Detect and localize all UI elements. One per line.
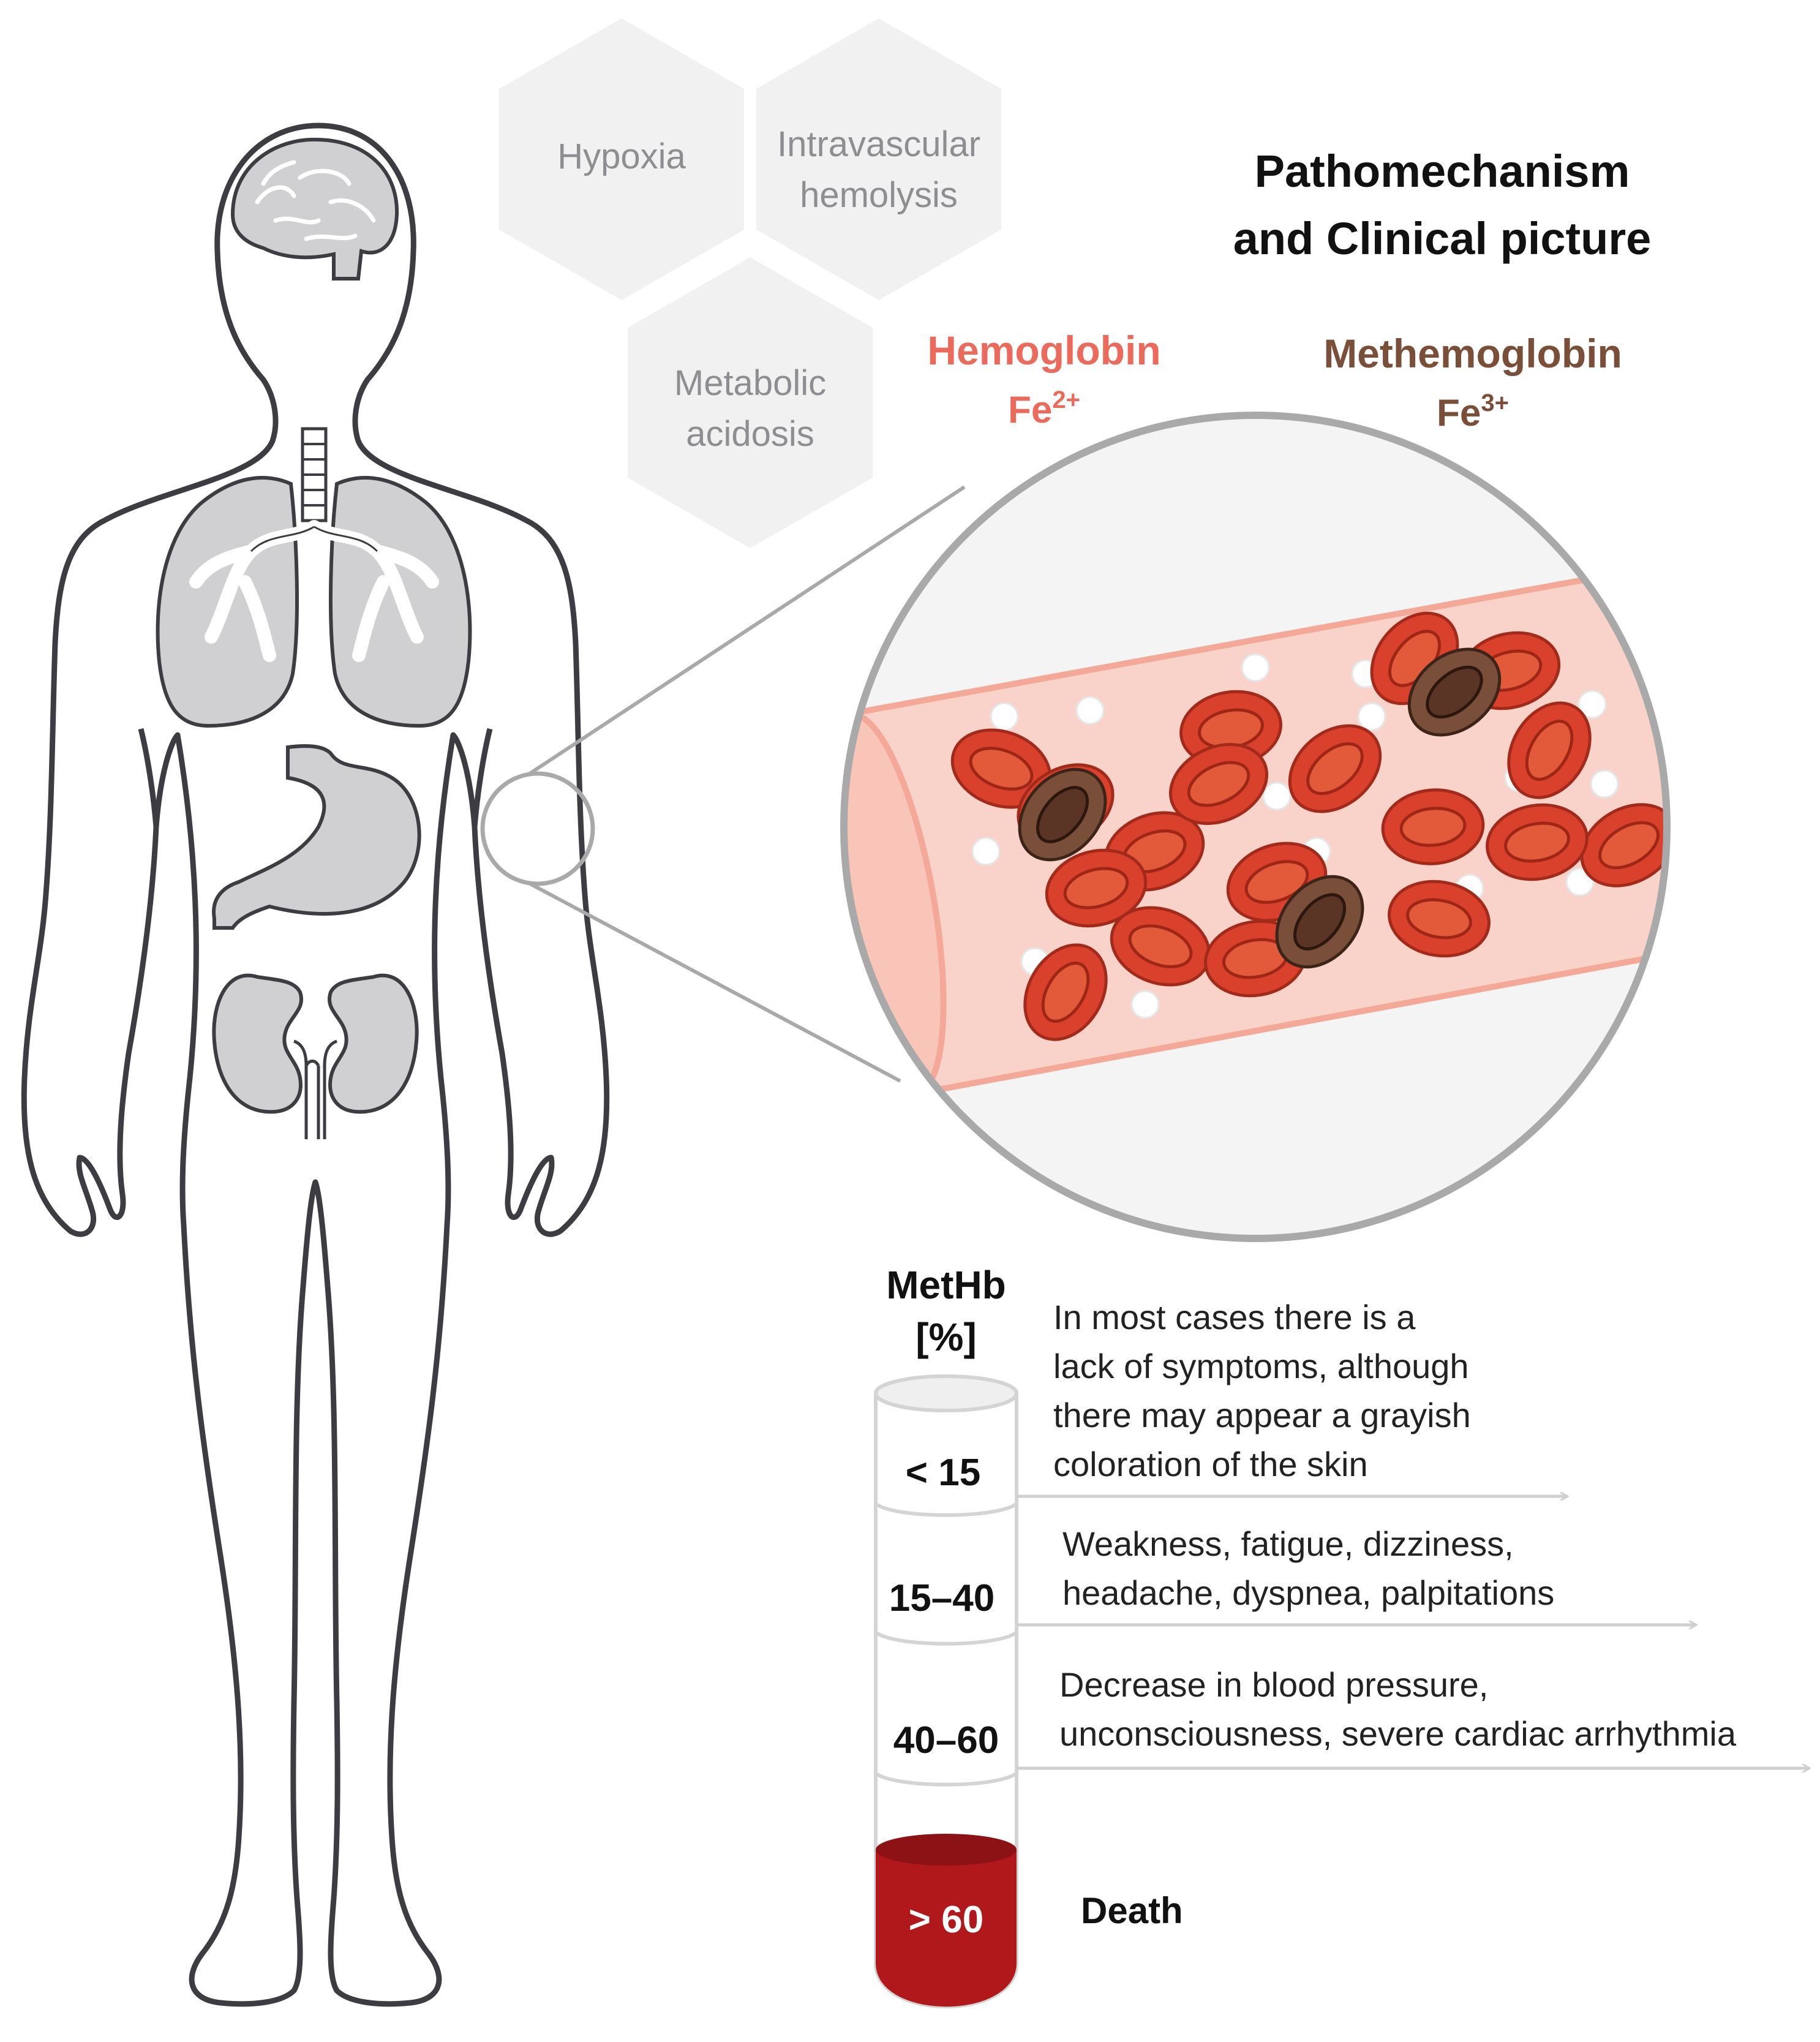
- platelet-dot: [1565, 867, 1595, 897]
- platelet-dot: [971, 837, 1001, 866]
- hemoglobin-cell: [1381, 788, 1485, 865]
- hemoglobin-charge: 2+: [1052, 386, 1080, 413]
- level-1-line-3: there may appear a grayish: [1053, 1396, 1471, 1434]
- scale-header-unit: [%]: [916, 1315, 977, 1359]
- hexagon-label-hemolysis: hemolysis: [800, 175, 958, 215]
- right-arm-line: [472, 728, 493, 827]
- level-range-3: 40–60: [893, 1719, 999, 1761]
- platelet-dot: [990, 702, 1019, 731]
- hemoglobin-cell: [1388, 880, 1491, 958]
- human-body-figure: [21, 122, 610, 2007]
- level-2-description: Weakness, fatigue, dizziness, headache, …: [1062, 1524, 1554, 1612]
- level-2-line-1: Weakness, fatigue, dizziness,: [1062, 1524, 1514, 1563]
- hexagon-label-intravascular: Intravascular: [777, 124, 980, 164]
- hexagon-label-acidosis: acidosis: [686, 414, 814, 454]
- hemoglobin-cell: [1023, 943, 1108, 1041]
- hemoglobin-cell: [1486, 803, 1589, 881]
- methemoglobin-ion-label: Fe3+: [1437, 390, 1509, 434]
- platelet-dot: [1241, 653, 1270, 682]
- page-title-line1: Pathomechanism: [1255, 146, 1630, 197]
- methemoglobin-label: Methemoglobin: [1323, 331, 1622, 376]
- blood-vessel-magnified-view: [840, 412, 1671, 1242]
- hemoglobin-cell: [1507, 701, 1592, 799]
- level-1-description: In most cases there is a lack of symptom…: [1053, 1298, 1471, 1483]
- hemoglobin-cell: [1110, 906, 1211, 987]
- left-arm-line: [138, 728, 159, 827]
- methemoglobin-cell: [1275, 875, 1364, 969]
- lungs-icon: [156, 427, 472, 728]
- hexagon-metabolic-acidosis: Metabolic acidosis: [628, 257, 873, 548]
- level-4-description: Death: [1081, 1890, 1183, 1931]
- level-3-line-1: Decrease in blood pressure,: [1059, 1665, 1488, 1704]
- zoom-line-top: [527, 485, 966, 777]
- hemoglobin-cell: [1288, 724, 1382, 813]
- level-range-4: > 60: [909, 1899, 983, 1941]
- scale-header-methb: MetHb: [886, 1263, 1006, 1307]
- hexagon-label-metabolic: Metabolic: [674, 363, 826, 403]
- methemoglobin-ion: Fe: [1437, 392, 1481, 434]
- kidneys-icon: [212, 973, 419, 1139]
- hexagon-label-hypoxia: Hypoxia: [557, 137, 686, 176]
- level-range-2: 15–40: [889, 1577, 995, 1619]
- platelet-dot: [1262, 782, 1292, 811]
- hemoglobin-ion: Fe: [1008, 389, 1052, 431]
- platelet-dot: [1577, 690, 1607, 719]
- platelet-dot: [1130, 990, 1160, 1019]
- platelet-dot: [1357, 702, 1386, 731]
- hemoglobin-cell: [1168, 743, 1269, 825]
- zoom-source-circle: [480, 771, 595, 886]
- hemoglobin-cell: [1226, 842, 1328, 922]
- level-1-line-2: lack of symptoms, although: [1053, 1347, 1469, 1385]
- body-outline: [21, 122, 610, 2007]
- hexagon-intravascular-hemolysis: Intravascular hemolysis: [756, 18, 1001, 300]
- hemoglobin-cell: [1179, 690, 1282, 768]
- level-3-line-2: unconsciousness, severe cardiac arrhythm…: [1059, 1714, 1737, 1753]
- page-title-line2: and Clinical picture: [1233, 213, 1652, 264]
- methemoglobin-cell: [1018, 767, 1107, 862]
- level-2-line-2: headache, dyspnea, palpitations: [1062, 1573, 1554, 1612]
- level-1-line-4: coloration of the skin: [1053, 1445, 1368, 1483]
- brain-icon: [230, 137, 399, 281]
- hemoglobin-label: Hemoglobin: [927, 328, 1160, 373]
- death-fill: [876, 1850, 1017, 2007]
- platelet-dot: [1075, 696, 1105, 725]
- level-range-1: < 15: [906, 1452, 980, 1494]
- methemoglobin-charge: 3+: [1481, 390, 1509, 416]
- stomach-icon: [212, 744, 421, 930]
- level-1-line-1: In most cases there is a: [1053, 1298, 1416, 1336]
- methb-tube: [874, 1374, 1018, 2009]
- hemoglobin-cell: [1580, 803, 1667, 887]
- cell-layer: [950, 611, 1667, 1041]
- methemoglobin-cell: [1407, 647, 1502, 737]
- platelet-dot: [1590, 769, 1619, 799]
- level-3-description: Decrease in blood pressure, unconsciousn…: [1059, 1665, 1737, 1753]
- hemoglobin-cell: [950, 728, 1052, 809]
- hexagon-hypoxia: Hypoxia: [499, 18, 744, 300]
- hemoglobin-cell: [1045, 848, 1148, 928]
- zoom-line-bottom: [527, 881, 901, 1083]
- hemoglobin-ion-label: Fe2+: [1008, 386, 1080, 431]
